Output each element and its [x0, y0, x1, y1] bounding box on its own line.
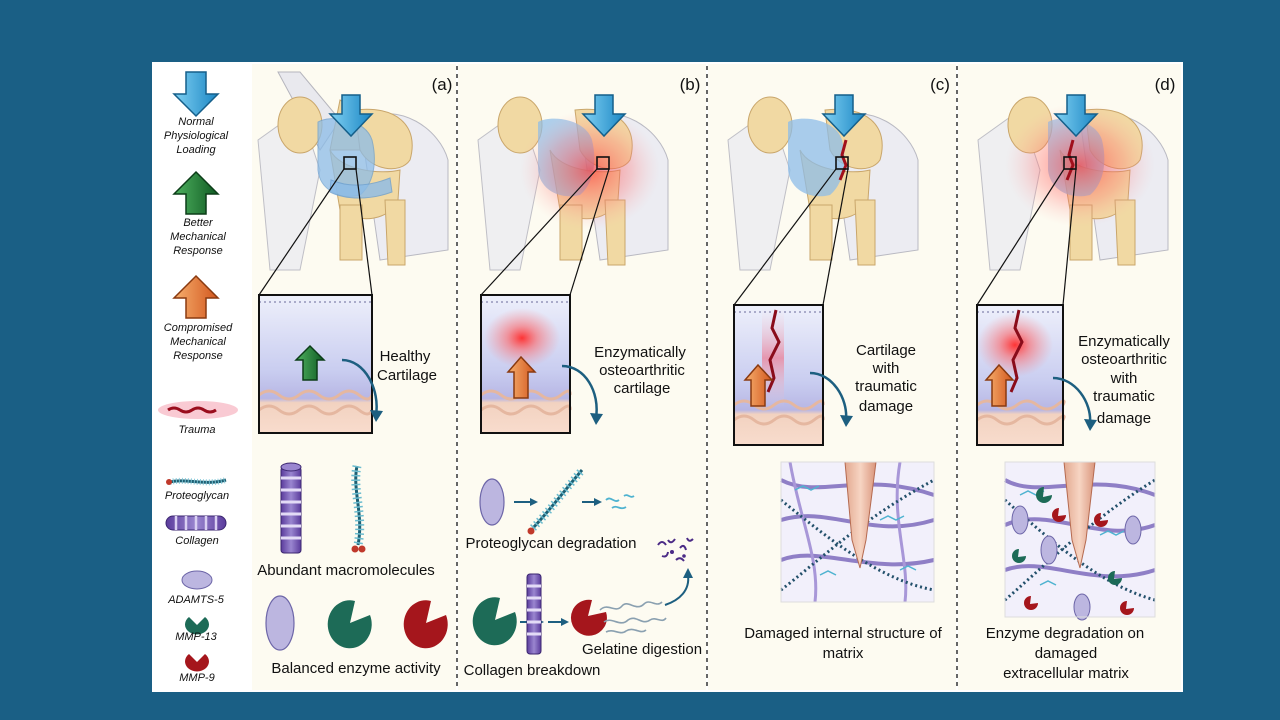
curved-arrow-a	[341, 358, 378, 416]
legend-better-1: Better	[183, 217, 214, 229]
balanced-enzyme-label: Balanced enzyme activity	[271, 660, 441, 677]
cartilage-box-d	[976, 304, 1066, 446]
digested-fragments	[657, 537, 694, 562]
legend-normal-2: Physiological	[164, 130, 229, 142]
gelatine-fibers	[599, 601, 667, 634]
legend-trauma: Trauma	[178, 424, 215, 436]
knee-illustration-b	[477, 94, 669, 296]
collagen-breakdown-label: Collagen breakdown	[464, 662, 601, 679]
trauma-label-2: with	[872, 360, 900, 377]
legend-compromised-3: Response	[173, 350, 223, 362]
proteoglycan-legend-icon	[166, 477, 227, 486]
mmp9-enzyme-b	[570, 599, 607, 636]
enzyme-degradation-label-3: extracellular matrix	[1003, 665, 1129, 682]
up-arrow-orange-icon	[172, 274, 220, 319]
combo-label-3: with	[1110, 370, 1138, 387]
proteoglycan-degradation-label: Proteoglycan degradation	[466, 535, 637, 552]
arrow-b5-head	[683, 568, 693, 578]
legend-compromised-2: Mechanical	[170, 336, 226, 348]
legend-normal-3: Loading	[176, 144, 216, 156]
mmp13-enzyme-a	[327, 600, 372, 649]
damaged-structure-label-2: matrix	[823, 645, 864, 662]
legend-mmp13: MMP-13	[175, 631, 217, 643]
proteoglycan-a	[351, 465, 366, 553]
healthy-label-1: Healthy	[380, 348, 431, 365]
combo-label-1: Enzymatically	[1078, 333, 1170, 350]
legend-collagen: Collagen	[175, 535, 218, 547]
trauma-label-4: damage	[859, 398, 913, 415]
legend-mmp9: MMP-9	[179, 672, 214, 684]
trauma-label-1: Cartilage	[856, 342, 916, 359]
combo-label-5: damage	[1097, 410, 1151, 427]
cartilage-box-a	[258, 294, 374, 434]
knee-illustration-c	[727, 94, 919, 306]
legend-compromised-1: Compromised	[164, 322, 233, 334]
legend-better-2: Mechanical	[170, 231, 226, 243]
arrow-b1-head	[530, 498, 538, 506]
combo-label-4: traumatic	[1093, 388, 1155, 405]
curved-arrow-b	[561, 364, 598, 419]
enzymatic-label-2: osteoarthritic	[599, 362, 685, 379]
knee-illustration-d	[976, 94, 1169, 306]
cartilage-box-c	[733, 304, 825, 446]
enzymatic-label-1: Enzymatically	[594, 344, 686, 361]
down-arrow-icon	[172, 71, 220, 118]
curved-arrow-a-head	[370, 410, 383, 422]
enzymatic-label-3: cartilage	[614, 380, 671, 397]
legend-proteoglycan: Proteoglycan	[165, 490, 229, 502]
panel-label-a: (a)	[432, 75, 453, 94]
panel-label-d: (d)	[1155, 75, 1176, 94]
cartilage-box-b	[480, 294, 572, 434]
healthy-label-2: Cartilage	[377, 367, 437, 384]
arrow-b5	[664, 574, 690, 606]
enzyme-degradation-label-1: Enzyme degradation on	[986, 625, 1144, 642]
arrow-b4-head	[561, 618, 569, 626]
trauma-icon	[167, 406, 217, 414]
damaged-structure-label-1: Damaged internal structure of	[744, 625, 942, 642]
collagen-fiber-b	[526, 573, 542, 655]
collagen-fiber-a	[280, 462, 302, 554]
proteoglycan-b	[527, 467, 586, 535]
curved-arrow-c	[809, 371, 848, 421]
mmp9-icon	[185, 654, 210, 672]
collagen-legend-icon	[165, 515, 227, 531]
mmp9-enzyme-a	[403, 600, 448, 649]
adamts5-icon	[181, 570, 213, 590]
knee-illustration-a	[257, 71, 449, 296]
mmp13-icon	[185, 617, 210, 635]
gelatine-digestion-label: Gelatine digestion	[582, 641, 702, 658]
legend-adamts5: ADAMTS-5	[167, 594, 225, 606]
mmp13-enzyme-b	[472, 597, 517, 646]
enzyme-degradation-label-2: damaged	[1035, 645, 1098, 662]
adamts5-enzyme-a	[265, 595, 295, 651]
curved-arrow-d-head	[1084, 419, 1097, 431]
legend-normal-1: Normal	[178, 116, 214, 128]
abundant-macromolecules-label: Abundant macromolecules	[257, 562, 435, 579]
degraded-fragments-b	[605, 494, 635, 510]
legend: Normal Physiological Loading Better Mech…	[158, 71, 238, 684]
adamts5-enzyme-b	[479, 478, 505, 526]
legend-better-3: Response	[173, 245, 223, 257]
trauma-glow	[158, 401, 238, 419]
arrow-b2-head	[594, 498, 602, 506]
curved-arrow-b-head	[590, 413, 603, 425]
curved-arrow-c-head	[840, 415, 853, 427]
panel-label-c: (c)	[930, 75, 950, 94]
up-arrow-green-icon	[172, 170, 220, 215]
combo-label-2: osteoarthritic	[1081, 351, 1167, 368]
panel-label-b: (b)	[680, 75, 701, 94]
curved-arrow-d	[1052, 376, 1092, 425]
trauma-label-3: traumatic	[855, 378, 917, 395]
degraded-matrix-d	[1004, 461, 1156, 621]
damaged-matrix-c	[780, 461, 935, 603]
